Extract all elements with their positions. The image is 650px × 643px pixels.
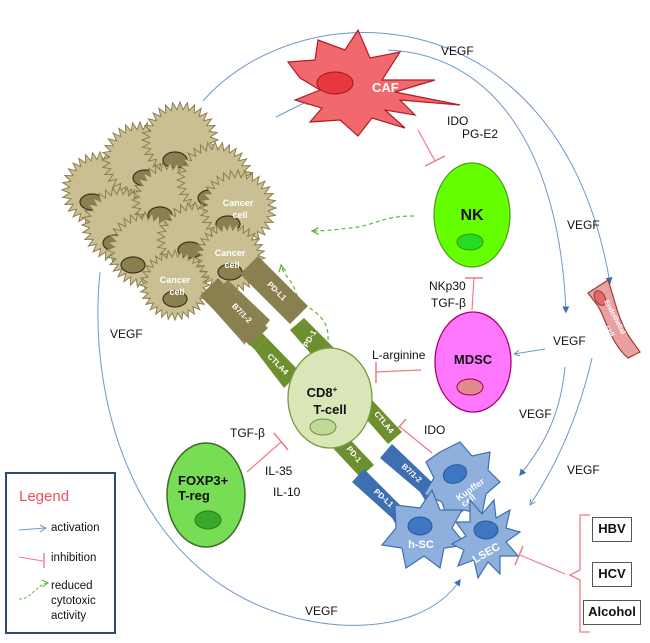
cd8-label: CD8+ — [307, 385, 338, 400]
treg-label-2: T-reg — [178, 488, 210, 503]
nk-nucleus — [456, 233, 484, 251]
cd8-label-main: CD8 — [307, 385, 333, 400]
lsec-nucleus — [473, 520, 499, 540]
legend-line: reduced — [51, 580, 93, 592]
label-vegf-top: VEGF — [441, 44, 474, 58]
legend-item-activation: activation — [51, 522, 100, 534]
hsc-label: h-SC — [408, 539, 434, 551]
activation-arrow-icon — [19, 524, 47, 533]
reduced-cytotoxic-arrow-icon — [19, 579, 49, 600]
label-il10: IL-10 — [273, 485, 301, 499]
treg-body — [166, 442, 246, 548]
legend-title: Legend — [19, 488, 70, 505]
kupffer-cell[interactable]: Kupffer cell — [423, 441, 501, 521]
treg-cell[interactable]: FOXP3+ T-reg — [166, 442, 246, 548]
cancer-cell-label-2: cell — [224, 260, 239, 270]
inhibition-caf-to-nk — [417, 129, 436, 162]
inhibition-bar — [424, 155, 446, 167]
label-vegf-bottom: VEGF — [305, 604, 338, 618]
label-ido-caf: IDO — [447, 114, 468, 128]
endothelial-cell[interactable]: Endothelial cell — [587, 279, 641, 359]
inhibition-bar-icon — [19, 553, 45, 568]
inhibition-mdsc-to-cd8 — [375, 369, 422, 373]
cd8-body — [287, 347, 373, 449]
treg-nucleus — [194, 510, 222, 530]
mdsc-body — [434, 311, 512, 413]
cd8-label-2: T-cell — [313, 402, 346, 417]
legend-line: activity — [51, 610, 87, 622]
nk-label: NK — [460, 207, 484, 224]
label-vegf-lower1: VEGF — [519, 407, 552, 421]
cd8-t-cell[interactable]: CD8+ T-cell — [287, 347, 373, 449]
vegf-arc-outer — [202, 32, 613, 285]
cancer-cell-label-2: cell — [232, 210, 247, 220]
inhibition-mdsc-to-nk — [471, 277, 475, 311]
inhibition-bar — [273, 432, 289, 451]
label-tgfb-treg: TGF-β — [230, 426, 265, 440]
caf-cell[interactable]: CAF — [286, 28, 461, 137]
caf-label: CAF — [372, 80, 399, 95]
kupffer-nucleus — [442, 464, 468, 484]
inhibition-bar — [514, 545, 524, 566]
risk-factor-bracket — [568, 514, 590, 633]
label-pge2: PG-E2 — [462, 127, 498, 141]
inhibition-kupffer-to-cd8 — [399, 426, 433, 454]
label-vegf-right-mid: VEGF — [567, 218, 600, 232]
mdsc-nucleus — [456, 378, 484, 396]
activation-vegf-to-mdsc — [514, 348, 546, 354]
label-vegf-left: VEGF — [110, 327, 143, 341]
vegf-arc-inner — [387, 49, 570, 314]
cancer-cell-body — [138, 248, 212, 322]
label-vegf-mdsc: VEGF — [553, 334, 586, 348]
label-vegf-lower2: VEGF — [567, 463, 600, 477]
cancer-cell-label: Cancer — [160, 275, 191, 285]
mdsc-label: MDSC — [454, 352, 493, 367]
receptor-cancer-pdl1: PD-L1 — [240, 256, 308, 324]
legend-item-reduced-cytotoxic: reduced cytotoxic activity — [51, 579, 96, 624]
nk-cell[interactable]: NK — [433, 162, 511, 268]
cancer-cell[interactable]: Cancer cell — [198, 168, 278, 248]
risk-factor-hbv[interactable]: HBV — [592, 517, 632, 542]
caf-body — [286, 28, 461, 137]
cancer-cell[interactable]: Cancer cell — [138, 248, 212, 322]
cancer-cell-label: Cancer — [215, 248, 246, 258]
endothelial-nucleus — [593, 290, 607, 306]
legend-item-inhibition: inhibition — [51, 552, 97, 564]
risk-factor-hcv[interactable]: HCV — [592, 562, 632, 587]
lsec-cell[interactable]: LSEC — [450, 498, 522, 580]
risk-factor-alcohol[interactable]: Alcohol — [583, 600, 641, 625]
reduced-cytotoxic-nk-to-cancer — [312, 215, 415, 231]
endothelial-label-2: cell — [603, 324, 615, 338]
legend: Legend activation inhibition reduced cyt… — [5, 472, 116, 634]
nk-body — [433, 162, 511, 268]
label-l-arginine: L-arginine — [372, 348, 426, 362]
receptor-cancer-b7: B7/1-2 — [200, 278, 270, 346]
cancer-cell-nucleus — [120, 256, 146, 274]
vegf-arc-to-lsec — [530, 357, 593, 505]
mdsc-cell[interactable]: MDSC — [434, 311, 512, 413]
vegf-arc-left-bottom — [97, 271, 461, 626]
caf-nucleus — [316, 71, 354, 95]
vegf-arc-to-kupffer — [519, 366, 566, 477]
hsc-nucleus — [407, 516, 433, 536]
cancer-cell-nucleus — [162, 290, 188, 308]
inhibition-treg-to-cd8 — [246, 441, 282, 473]
cancer-cell-label-2: cell — [169, 287, 184, 297]
legend-line: cytotoxic — [51, 595, 96, 607]
cd8-label-sup: + — [333, 385, 338, 394]
inhibition-risk-to-lsec — [519, 554, 566, 575]
label-nkp30: NKp30 — [429, 279, 466, 293]
cd8-nucleus — [309, 418, 337, 436]
cancer-cell-label: Cancer — [223, 198, 254, 208]
label-il35: IL-35 — [265, 464, 293, 478]
label-ido-liver: IDO — [424, 423, 445, 437]
treg-label: FOXP3+ — [178, 473, 229, 488]
label-tgfb-mdsc: TGF-β — [431, 296, 466, 310]
hsc-cell[interactable]: h-SC — [380, 488, 468, 570]
